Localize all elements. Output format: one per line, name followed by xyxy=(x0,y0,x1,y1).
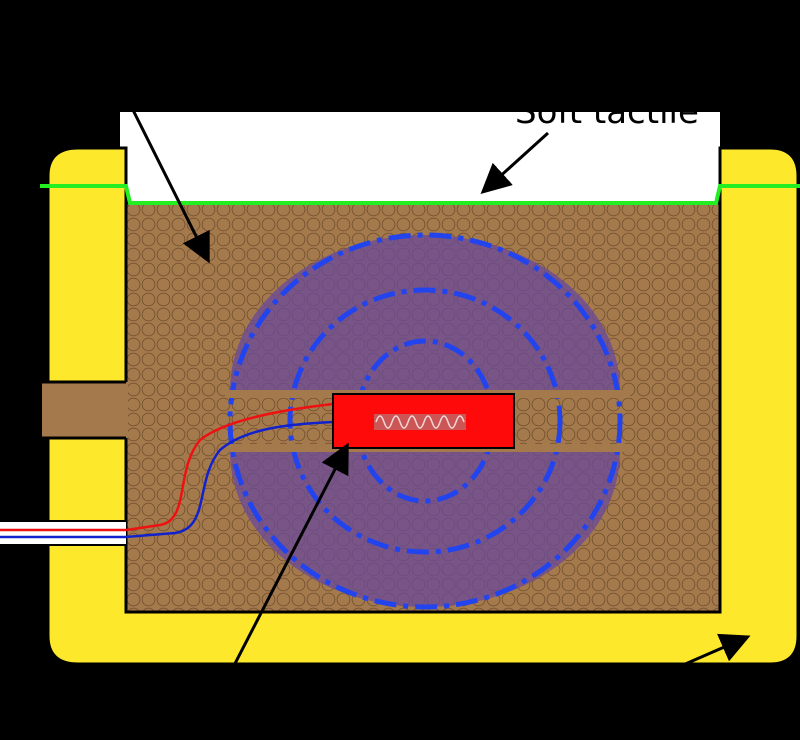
label-soft-tactile: Soft tactile xyxy=(515,92,699,132)
housing xyxy=(46,146,800,666)
arrow-soft-tactile xyxy=(480,131,550,195)
tactile-surface-region xyxy=(120,112,720,204)
wire-negative xyxy=(0,420,334,539)
field-line-middle xyxy=(287,287,563,555)
side-port xyxy=(42,382,128,438)
field-region-upper xyxy=(230,235,620,390)
field-region-lower xyxy=(230,452,620,607)
arrow-housing xyxy=(636,633,751,687)
coil-icon xyxy=(375,415,465,429)
field-line-outer xyxy=(227,232,623,610)
membrane xyxy=(40,184,800,205)
coil-core xyxy=(374,414,466,430)
wire-positive xyxy=(0,402,334,532)
arrow-granules xyxy=(126,99,210,264)
wire-channel xyxy=(0,521,126,545)
arrow-magnet xyxy=(223,442,349,684)
